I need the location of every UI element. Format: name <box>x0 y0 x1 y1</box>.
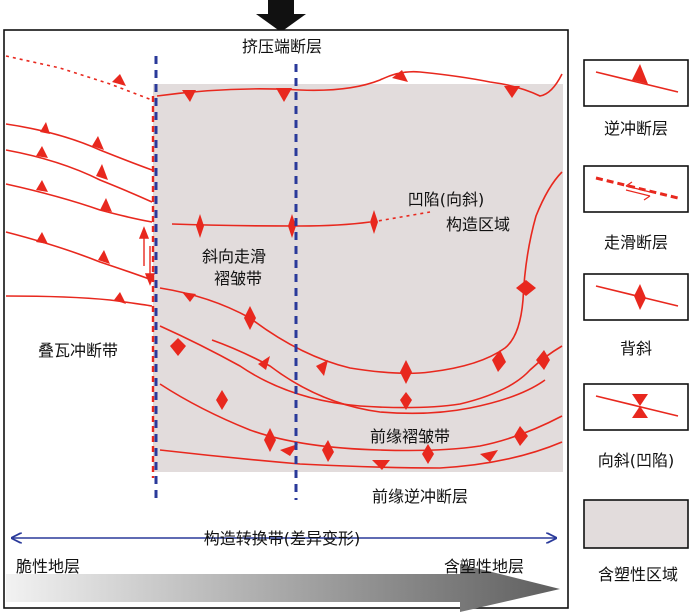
legend-plastic-zone-label: 含塑性区域 <box>598 565 678 584</box>
legend-anticline-label: 背斜 <box>620 339 652 358</box>
transfer-zone-label: 构造转换带(差异变形) <box>204 529 361 548</box>
oblique-fold-belt-label-2: 褶皱带 <box>214 269 262 288</box>
compression-fault-label: 挤压端断层 <box>242 37 322 56</box>
depression-zone-label-2: 构造区域 <box>446 215 510 234</box>
anticline-markers <box>170 210 550 464</box>
plastic-layer-label: 含塑性地层 <box>444 557 524 576</box>
legend-strike-slip-label: 走滑断层 <box>604 233 668 252</box>
compression-arrow-icon <box>256 0 306 32</box>
legend-syncline-label: 向斜(凹陷) <box>598 451 675 470</box>
depression-zone-label-1: 凹陷(向斜) <box>408 190 485 209</box>
imbricate-thrust-belt-label: 叠瓦冲断带 <box>38 341 118 360</box>
oblique-fold-belt-label-1: 斜向走滑 <box>202 247 266 266</box>
legend-thrust-fault-label: 逆冲断层 <box>604 119 668 138</box>
frontal-fold-belt-label: 前缘褶皱带 <box>370 427 450 446</box>
syncline-symbol <box>595 395 679 417</box>
frontal-thrust-fault-label: 前缘逆冲断层 <box>372 487 468 506</box>
strike-slip-fault-symbol <box>595 176 679 200</box>
thrust-fault-symbol <box>595 71 679 93</box>
transfer-zone-boundaries <box>154 56 298 500</box>
brittle-to-plastic-gradient-arrow <box>6 564 560 612</box>
thrust-teeth <box>36 70 520 470</box>
brittle-layer-label: 脆性地层 <box>16 557 80 576</box>
plastic-zone-swatch <box>583 499 689 549</box>
legend: 逆冲断层 走滑断层 背斜 向斜(凹陷) 含塑性区域 <box>583 59 689 584</box>
